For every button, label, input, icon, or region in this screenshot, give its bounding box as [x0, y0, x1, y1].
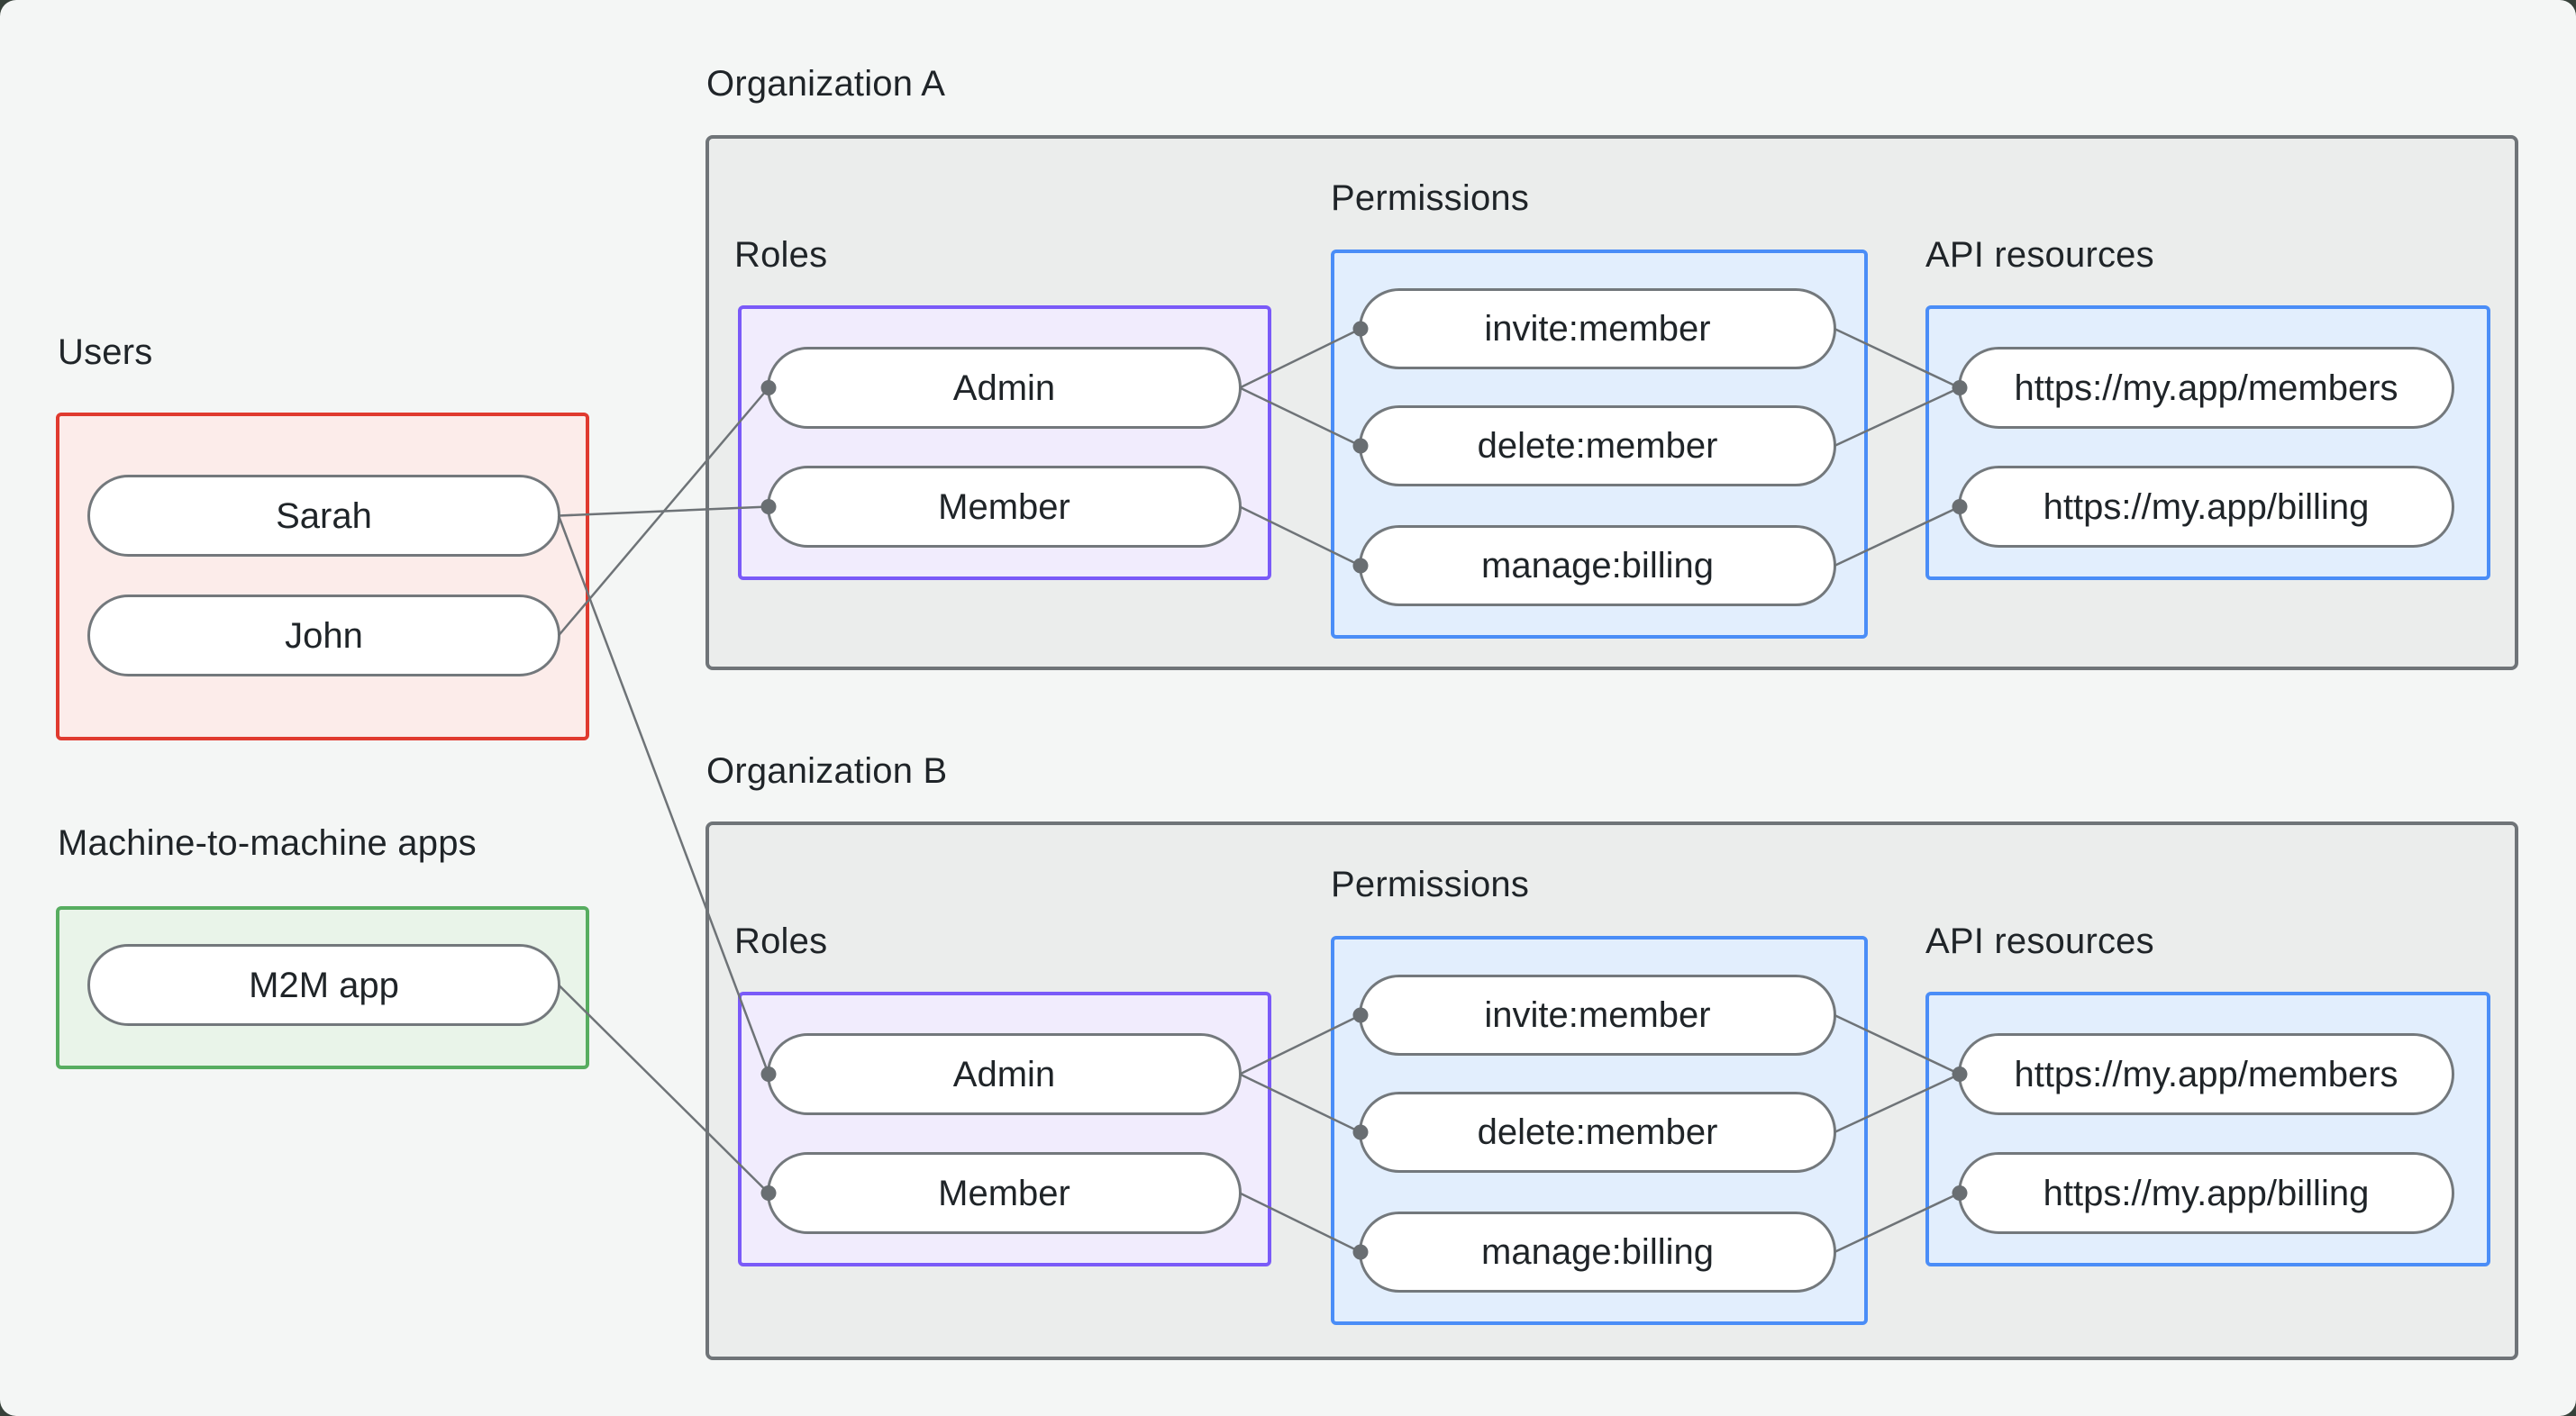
org-b-roles-label: Roles: [734, 921, 828, 961]
node-org-a-api-billing: https://my.app/billing: [1958, 466, 2454, 548]
node-user-john: John: [87, 595, 560, 676]
node-org-a-api-members: https://my.app/members: [1958, 347, 2454, 429]
node-org-b-role-admin: Admin: [767, 1033, 1242, 1115]
node-org-b-api-members: https://my.app/members: [1958, 1033, 2454, 1115]
node-org-b-perm-manage: manage:billing: [1359, 1212, 1836, 1293]
node-m2m-app: M2M app: [87, 944, 560, 1026]
node-org-b-api-billing: https://my.app/billing: [1958, 1152, 2454, 1234]
node-org-a-perm-invite: invite:member: [1359, 288, 1836, 369]
node-user-sarah: Sarah: [87, 475, 560, 557]
node-org-a-perm-manage: manage:billing: [1359, 525, 1836, 606]
node-org-b-perm-invite: invite:member: [1359, 975, 1836, 1056]
users-group-box: [56, 413, 589, 740]
m2m-group-title: Machine-to-machine apps: [58, 823, 477, 863]
org-b-api-label: API resources: [1925, 921, 2154, 961]
org-b-permissions-label: Permissions: [1331, 865, 1530, 904]
org-a-title: Organization A: [706, 64, 946, 104]
org-a-roles-label: Roles: [734, 235, 828, 275]
org-b-title: Organization B: [706, 751, 948, 791]
node-org-a-role-member: Member: [767, 466, 1242, 548]
node-org-a-perm-delete: delete:member: [1359, 405, 1836, 486]
users-group-title: Users: [58, 332, 153, 372]
node-org-b-perm-delete: delete:member: [1359, 1092, 1836, 1173]
node-org-b-role-member: Member: [767, 1152, 1242, 1234]
node-org-a-role-admin: Admin: [767, 347, 1242, 429]
org-a-api-label: API resources: [1925, 235, 2154, 275]
org-a-permissions-label: Permissions: [1331, 178, 1530, 218]
